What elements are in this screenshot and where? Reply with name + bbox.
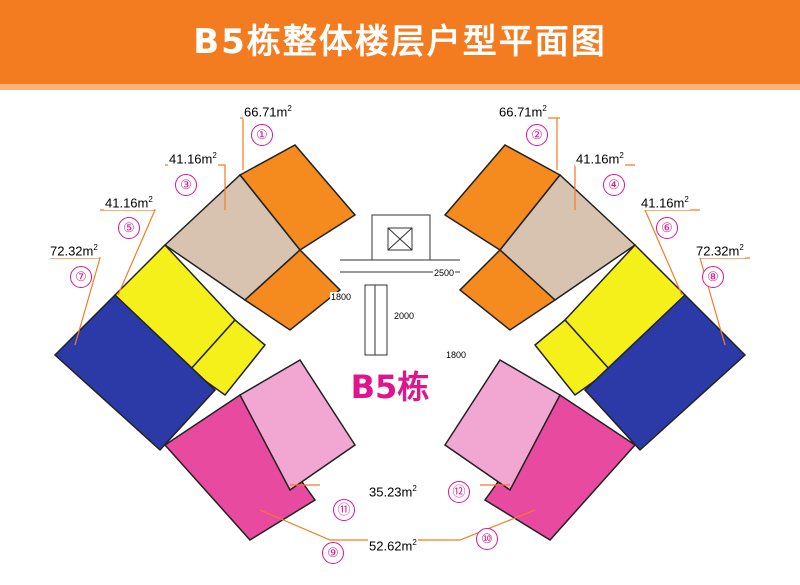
title-banner [0, 0, 800, 84]
unit-6-number: ⑥ [656, 217, 678, 239]
unit-9-plan [163, 393, 317, 541]
unit-3-number: ③ [175, 174, 197, 196]
unit-12-number: ⑫ [448, 481, 470, 503]
unit-6-plan [533, 243, 687, 397]
unit-4-area: 41.16m2 [575, 151, 625, 167]
dim-core: 2500 [433, 268, 456, 278]
unit-7-area: 72.32m2 [49, 243, 99, 259]
unit-9-area: 52.62m2 [368, 538, 418, 554]
dim-right: 1800 [445, 350, 468, 360]
unit-8-area: 72.32m2 [695, 243, 745, 259]
title-banner-strip [0, 84, 800, 90]
dim-corridor: 2000 [393, 311, 416, 321]
stair-core [364, 284, 388, 356]
unit-2-area: 66.71m2 [498, 104, 548, 120]
building-outline [340, 214, 460, 356]
unit-12-plan [443, 358, 561, 492]
dim-left: 1800 [330, 292, 353, 302]
unit-1-number: ① [251, 124, 273, 146]
unit-10-number: ⑩ [476, 528, 498, 550]
unit-10-plan [483, 393, 637, 541]
unit-6-area: 41.16m2 [640, 195, 690, 211]
unit-4-plan [458, 173, 637, 331]
unit-3-plan [163, 173, 342, 331]
unit-5-number: ⑤ [118, 217, 140, 239]
unit-9-number: ⑨ [322, 542, 344, 564]
unit-4-number: ④ [603, 174, 625, 196]
unit-11-area: 35.23m2 [368, 484, 418, 500]
unit-11-plan [239, 358, 357, 492]
building-label: B5栋 [350, 368, 430, 406]
floor-plan [50, 117, 750, 541]
unit-3-area: 41.16m2 [168, 151, 218, 167]
unit-1-area: 66.71m2 [243, 104, 293, 120]
unit-7-number: ⑦ [70, 266, 92, 288]
unit-5-area: 41.16m2 [104, 195, 154, 211]
unit-7-plan [53, 293, 217, 452]
unit-2-number: ② [526, 124, 548, 146]
unit-8-plan [583, 293, 747, 452]
page-title: B5栋整体楼层户型平面图 [193, 22, 607, 62]
unit-8-number: ⑧ [702, 266, 724, 288]
unit-11-number: ⑪ [333, 499, 355, 521]
